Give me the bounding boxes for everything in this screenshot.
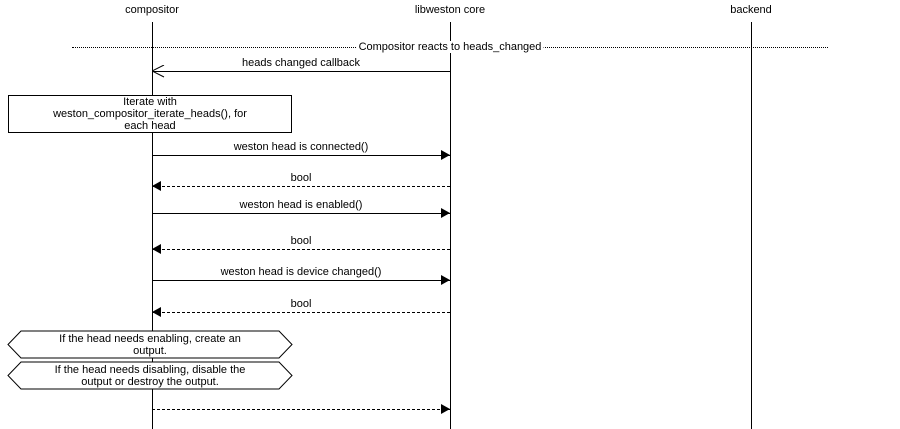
arrowhead-left [152, 244, 161, 254]
message-label: bool [290, 298, 312, 310]
arrowhead-left [152, 307, 161, 317]
message-line [152, 186, 450, 187]
arrowhead-left [152, 181, 161, 191]
message-label: heads changed callback [241, 57, 361, 69]
arrowhead-right [441, 208, 450, 218]
condition-hexagon-outline [7, 361, 293, 390]
lifeline-libweston-core [450, 22, 451, 429]
message-label: bool [290, 172, 312, 184]
message-label: weston head is device changed() [220, 266, 382, 278]
message-label: weston head is connected() [233, 141, 369, 153]
message-label: weston head is enabled() [239, 199, 363, 211]
message-line [152, 312, 450, 313]
arrowhead-right [441, 404, 450, 414]
condition-text: If the head needs disabling, disable the… [54, 363, 246, 388]
lifeline-compositor [152, 22, 153, 429]
message-line [152, 213, 450, 214]
participant-label-backend: backend [730, 4, 772, 16]
message-line [152, 280, 450, 281]
condition-enable-head: If the head needs enabling, create an ou… [7, 330, 293, 359]
lifeline-backend [751, 22, 752, 429]
message-line [152, 409, 450, 410]
message-line [152, 155, 450, 156]
message-line [152, 249, 450, 250]
iterate-heads-note: Iterate with weston_compositor_iterate_h… [8, 95, 292, 133]
condition-text: If the head needs enabling, create an ou… [59, 332, 241, 357]
divider-label: Compositor reacts to heads_changed [356, 41, 544, 53]
participant-label-libweston-core: libweston core [414, 4, 486, 16]
message-label: bool [290, 235, 312, 247]
arrowhead-left-open [150, 64, 166, 84]
message-line [152, 71, 450, 72]
arrowhead-right [441, 150, 450, 160]
condition-disable-head: If the head needs disabling, disable the… [7, 361, 293, 390]
condition-hexagon-outline [7, 330, 293, 359]
participant-label-compositor: compositor [125, 4, 179, 16]
note-text: Iterate with weston_compositor_iterate_h… [53, 96, 247, 132]
arrowhead-right [441, 275, 450, 285]
